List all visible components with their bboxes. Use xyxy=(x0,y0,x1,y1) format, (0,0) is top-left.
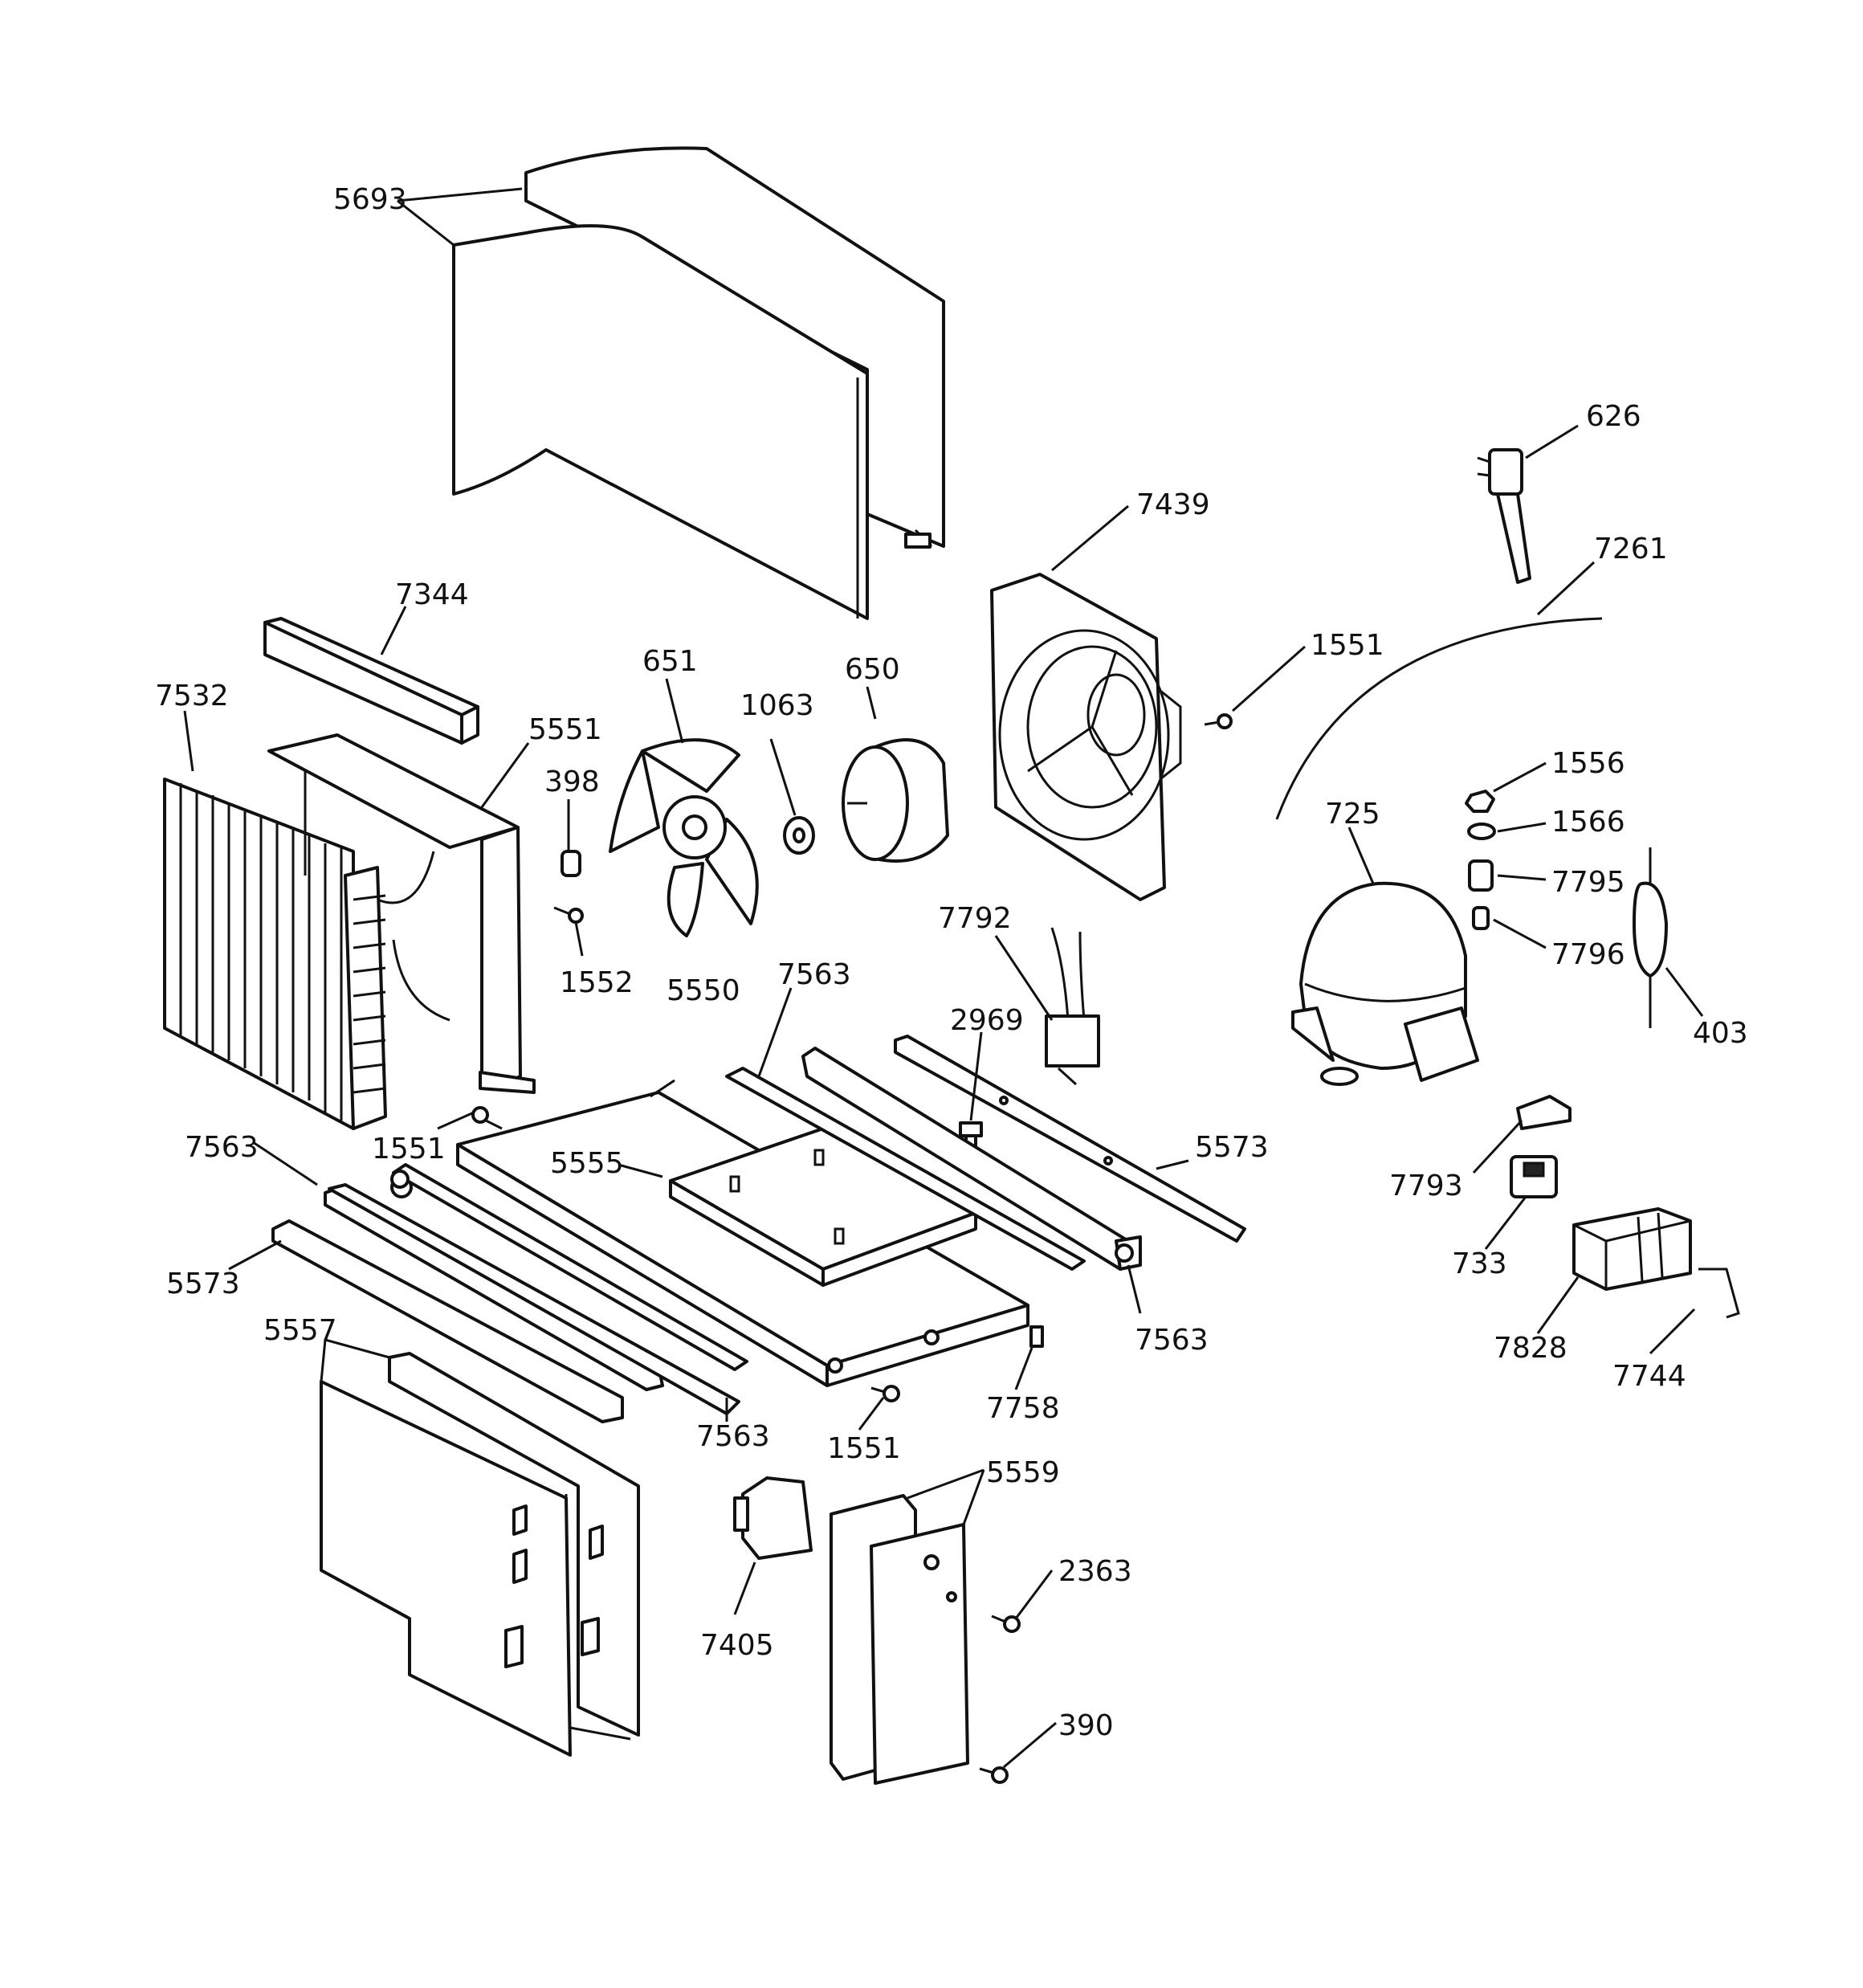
callout-7563-bottom: 7563 xyxy=(696,1420,770,1453)
part-626-overload-plug xyxy=(1477,448,1531,584)
callout-5573-left: 5573 xyxy=(166,1268,240,1300)
callout-7405: 7405 xyxy=(700,1629,774,1662)
part-1556-nut xyxy=(1465,790,1495,813)
callout-1566: 1566 xyxy=(1551,806,1625,839)
part-7796-grommet xyxy=(1472,906,1490,930)
callout-651: 651 xyxy=(642,645,698,678)
part-725-compressor xyxy=(1291,881,1479,1086)
callout-7532: 7532 xyxy=(155,680,229,712)
callout-5693: 5693 xyxy=(333,183,407,216)
callout-626: 626 xyxy=(1586,400,1641,433)
part-403-drier xyxy=(1633,847,1668,1028)
callout-725: 725 xyxy=(1325,798,1380,831)
callout-7792: 7792 xyxy=(938,902,1012,935)
callout-5550: 5550 xyxy=(667,974,740,1007)
part-7563-rail-left-2 xyxy=(328,1183,740,1415)
part-7793-relay-cover xyxy=(1516,1095,1572,1130)
callout-7261: 7261 xyxy=(1594,533,1668,565)
callout-7563-left: 7563 xyxy=(185,1131,259,1164)
callout-390: 390 xyxy=(1058,1709,1114,1742)
part-7758-screw xyxy=(1029,1325,1044,1348)
callout-398: 398 xyxy=(544,765,600,798)
callout-7828: 7828 xyxy=(1494,1332,1567,1365)
part-5573-rail-left xyxy=(271,1219,624,1423)
callout-1551-left: 1551 xyxy=(372,1133,446,1165)
part-5573-rail-right xyxy=(894,1035,1246,1243)
callout-7795: 7795 xyxy=(1551,866,1625,899)
part-1551-screw-bottom xyxy=(870,1385,900,1402)
callout-7344: 7344 xyxy=(395,578,469,611)
callout-7563-right: 7563 xyxy=(1135,1324,1209,1357)
part-5693-panels xyxy=(452,146,945,620)
callout-7744: 7744 xyxy=(1612,1360,1686,1393)
callout-1551-top: 1551 xyxy=(1311,629,1384,662)
callout-1556: 1556 xyxy=(1551,747,1625,780)
callout-403: 403 xyxy=(1693,1017,1748,1050)
callout-7563-top: 7563 xyxy=(777,958,851,991)
part-1566-washer xyxy=(1467,823,1496,840)
part-7563-rail-upper xyxy=(725,1047,1142,1271)
part-1551-screw-left xyxy=(471,1106,503,1130)
callout-7439: 7439 xyxy=(1136,488,1210,521)
part-733-relay xyxy=(1510,1155,1558,1198)
part-651-fan-blade xyxy=(609,738,759,937)
part-1552-screw xyxy=(553,906,584,924)
part-5557-panels xyxy=(320,1352,640,1757)
callout-2969: 2969 xyxy=(950,1004,1024,1037)
callout-7758: 7758 xyxy=(986,1392,1060,1425)
callout-labels: 5693 7344 7532 5551 398 1552 651 1063 65… xyxy=(155,183,1748,1742)
callout-650: 650 xyxy=(845,653,900,686)
callout-5555: 5555 xyxy=(550,1147,624,1180)
callout-1551-bottom: 1551 xyxy=(827,1432,901,1465)
part-1551-screw-top xyxy=(1204,713,1233,729)
part-650-fan-motor xyxy=(842,738,949,863)
part-7532-condenser xyxy=(163,778,387,1130)
callout-5551: 5551 xyxy=(528,713,602,746)
callout-1063: 1063 xyxy=(740,689,814,722)
part-390-screw xyxy=(979,1766,1009,1784)
callout-5573-right: 5573 xyxy=(1195,1131,1269,1164)
part-7744-clip xyxy=(1698,1268,1740,1319)
part-2363-screw xyxy=(991,1614,1021,1633)
callout-7796: 7796 xyxy=(1551,938,1625,971)
part-7792-capacitor xyxy=(1045,927,1100,1086)
part-7563-rail-left-3 xyxy=(390,1163,748,1371)
part-5555-drain-pan xyxy=(669,1127,977,1287)
part-1063-washer xyxy=(783,816,815,855)
part-398-bushing xyxy=(561,850,581,877)
part-7344-foam-strip xyxy=(263,617,479,745)
callout-733: 733 xyxy=(1452,1247,1507,1280)
callout-1552: 1552 xyxy=(560,966,634,999)
callout-7793: 7793 xyxy=(1389,1170,1463,1202)
leader-lines xyxy=(183,187,1704,1769)
part-5559-panels xyxy=(830,1494,969,1785)
callout-5557: 5557 xyxy=(263,1314,337,1347)
part-7795-spacer xyxy=(1468,859,1494,892)
part-7405-defrost-timer xyxy=(733,1476,813,1560)
part-7261-tube xyxy=(1275,617,1603,820)
part-7439-fan-bracket xyxy=(990,573,1182,901)
callout-5559: 5559 xyxy=(986,1456,1060,1489)
callout-2363: 2363 xyxy=(1058,1555,1132,1588)
part-5551-shroud xyxy=(267,733,536,1094)
part-7828-terminal-cover xyxy=(1572,1207,1692,1291)
